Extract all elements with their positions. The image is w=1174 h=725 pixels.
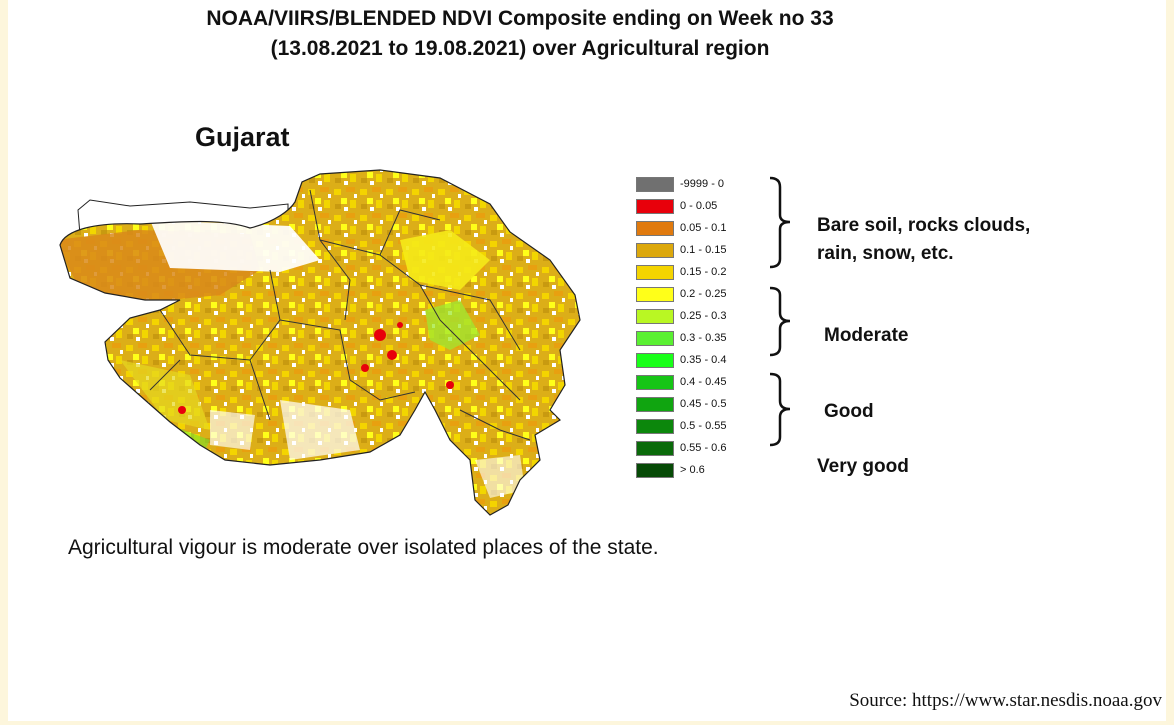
assessment-note: Agricultural vigour is moderate over iso… [68,536,659,559]
legend-item: 0.15 - 0.2 [636,263,726,281]
legend-label: 0.1 - 0.15 [680,244,727,256]
class-bare-soil-line2: rain, snow, etc. [817,243,954,264]
legend-label: 0.55 - 0.6 [680,442,727,454]
legend-swatch [636,242,674,258]
legend-item: 0.3 - 0.35 [636,329,726,347]
ndvi-map [59,169,581,516]
legend-swatch [636,220,674,236]
legend-swatch [636,396,674,412]
legend-swatch [636,440,674,456]
legend-label: 0.15 - 0.2 [680,266,727,278]
legend-item: -9999 - 0 [636,175,724,193]
legend-item: 0.35 - 0.4 [636,351,726,369]
class-good: Good [824,401,874,422]
legend-label: 0.35 - 0.4 [680,354,727,366]
legend-label: 0.5 - 0.55 [680,420,727,432]
legend-item: 0.1 - 0.15 [636,241,726,259]
legend-swatch [636,462,674,478]
legend-swatch [636,286,674,302]
legend-label: -9999 - 0 [680,178,725,190]
legend-swatch [636,308,674,324]
legend-label: 0.2 - 0.25 [680,288,727,300]
legend-label: 0.45 - 0.5 [680,398,727,410]
legend-brackets [769,176,791,447]
map-title-line1: NOAA/VIIRS/BLENDED NDVI Composite ending… [206,7,834,30]
class-bare-soil-line1: Bare soil, rocks clouds, [817,215,1031,236]
map-title-line2: (13.08.2021 to 19.08.2021) over Agricult… [270,37,770,60]
legend-item: 0.55 - 0.6 [636,439,726,457]
legend-swatch [636,418,674,434]
legend-label: 0.3 - 0.35 [680,332,727,344]
legend-item: 0 - 0.05 [636,197,717,215]
legend-swatch [636,330,674,346]
legend-swatch [636,198,674,214]
legend-item: 0.2 - 0.25 [636,285,726,303]
legend-swatch [636,264,674,280]
state-name: Gujarat [195,122,290,152]
legend-item: 0.45 - 0.5 [636,395,726,413]
class-moderate: Moderate [824,325,909,346]
source-credit: Source: https://www.star.nesdis.noaa.gov [849,690,1162,711]
legend-swatch [636,352,674,368]
legend-label: > 0.6 [680,464,705,476]
legend-label: 0.05 - 0.1 [680,222,727,234]
legend-item: > 0.6 [636,461,705,479]
state-boundary [59,169,581,516]
legend-swatch [636,374,674,390]
legend-item: 0.4 - 0.45 [636,373,726,391]
legend-label: 0 - 0.05 [680,200,718,212]
legend-label: 0.25 - 0.3 [680,310,727,322]
legend-item: 0.05 - 0.1 [636,219,726,237]
legend-label: 0.4 - 0.45 [680,376,727,388]
legend-item: 0.25 - 0.3 [636,307,726,325]
legend-swatch [636,176,674,192]
class-very-good: Very good [817,456,909,477]
legend-item: 0.5 - 0.55 [636,417,726,435]
